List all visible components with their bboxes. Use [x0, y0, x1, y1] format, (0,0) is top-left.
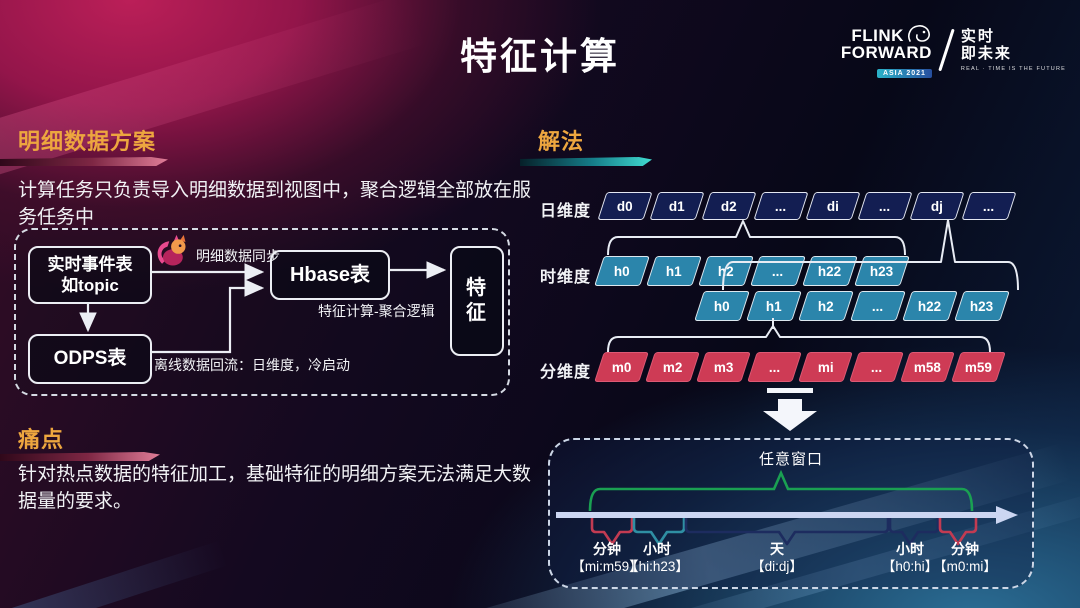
page-title: 特征计算 — [460, 36, 620, 77]
background-streak — [0, 540, 228, 608]
minute-dimension-label: 分维度 — [540, 364, 592, 381]
segment-minute-right: 分钟 【m0:mi】 — [933, 541, 997, 575]
realtime-event-table-node: 实时事件表 如topic — [28, 246, 152, 304]
minute-cell: m3 — [696, 352, 751, 382]
arbitrary-window-panel: 任意窗口 分钟 【mi:m59】 小时 【hi:h23】 天 【di:dj】 — [548, 438, 1034, 589]
hbase-table-node: Hbase表 — [270, 250, 390, 300]
section-heading-solution: 解法 — [538, 129, 585, 154]
slogan-line1: 实时 — [960, 27, 995, 45]
hour-cell: h22 — [902, 291, 958, 321]
detail-scheme-body: 计算任务只负责导入明细数据到视图中，聚合逻辑全部放在服务任务中 — [18, 180, 532, 228]
logo-divider — [938, 28, 955, 72]
heading-underline — [520, 157, 652, 166]
hour-cell: ... — [850, 291, 906, 321]
minute-cell: ... — [747, 352, 802, 382]
hour-cell: h23 — [854, 256, 910, 286]
realtime-node-line2: 如topic — [61, 276, 119, 295]
minute-cell: m59 — [951, 352, 1006, 382]
segment-hour-left: 小时 【hi:h23】 — [625, 541, 689, 575]
slogan-block: 实时 即未来 REAL · TIME IS THE FUTURE — [960, 27, 1066, 72]
hour-cell: ... — [750, 256, 806, 286]
day-cell: ... — [857, 192, 913, 220]
day-cell: ... — [961, 192, 1017, 220]
arbitrary-window-title: 任意窗口 — [758, 451, 823, 468]
down-arrow-icon — [763, 388, 817, 431]
feature-node-line1: 特 — [466, 277, 488, 299]
segment-minute-left: 分钟 【mi:m59】 — [571, 541, 643, 575]
segment-hour-right: 小时 【h0:hi】 — [881, 541, 939, 575]
section-heading-pain-point: 痛点 — [18, 427, 65, 452]
brand-badge: ASIA 2021 — [876, 69, 932, 79]
hour-cell: h0 — [594, 256, 650, 286]
hour-cell: h23 — [954, 291, 1010, 321]
minute-cell: m58 — [900, 352, 955, 382]
hour-cell: h2 — [798, 291, 854, 321]
slogan-line2: 即未来 — [960, 44, 1012, 62]
pain-point-body: 针对热点数据的特征加工，基础特征的明细方案无法满足大数据量的要求。 — [18, 464, 532, 512]
timeline-arrowhead — [996, 506, 1018, 524]
day-cell: d1 — [649, 192, 705, 220]
brand-block: FLINK FORWARD ASIA 2021 — [841, 22, 932, 79]
aggregation-label: 特征计算-聚合逻辑 — [318, 303, 435, 319]
section-heading-detail-scheme: 明细数据方案 — [18, 129, 157, 154]
day-cell: ... — [753, 192, 809, 220]
window-span-brace — [588, 469, 974, 512]
flink-forward-logo: FLINK FORWARD ASIA 2021 实时 即未来 REAL · TI… — [841, 22, 1066, 79]
flow-arrows — [79, 261, 447, 354]
flink-squirrel-icon — [157, 234, 186, 266]
offline-backfill-label: 离线数据回流：日维度，冷启动 — [154, 357, 350, 373]
minute-cell: ... — [849, 352, 904, 382]
hour-cell: h1 — [746, 291, 802, 321]
day-cell: dj — [909, 192, 965, 220]
odps-table-node: ODPS表 — [28, 334, 152, 384]
day-dimension-label: 日维度 — [540, 203, 592, 220]
sync-arrow-label: 明细数据同步 — [196, 248, 280, 264]
feature-node-line2: 征 — [466, 302, 488, 324]
window-timeline — [556, 469, 1018, 546]
slogan-tagline: REAL · TIME IS THE FUTURE — [960, 65, 1066, 72]
squirrel-outline-icon — [907, 25, 930, 42]
hour-cell: h0 — [694, 291, 750, 321]
heading-underline — [0, 452, 160, 461]
feature-node: 特 征 — [450, 246, 504, 356]
day-cell: d2 — [701, 192, 757, 220]
hour-cell: h2 — [698, 256, 754, 286]
minute-cell: mi — [798, 352, 853, 382]
hour-cell: h1 — [646, 256, 702, 286]
minute-cell: m2 — [645, 352, 700, 382]
hour-dimension-label: 时维度 — [540, 269, 592, 286]
data-flow-diagram: 实时事件表 如topic ODPS表 Hbase表 特 征 明细数据同步 特征计… — [14, 228, 510, 396]
segment-day: 天 【di:dj】 — [751, 541, 803, 575]
realtime-node-line1: 实时事件表 — [47, 254, 133, 274]
brand-line1: FLINK — [851, 25, 904, 45]
heading-underline — [0, 157, 168, 166]
hour-cell: h22 — [802, 256, 858, 286]
day-cell: d0 — [597, 192, 653, 220]
brand-line2: FORWARD — [840, 43, 932, 62]
day-cell: di — [805, 192, 861, 220]
minute-cell: m0 — [594, 352, 649, 382]
